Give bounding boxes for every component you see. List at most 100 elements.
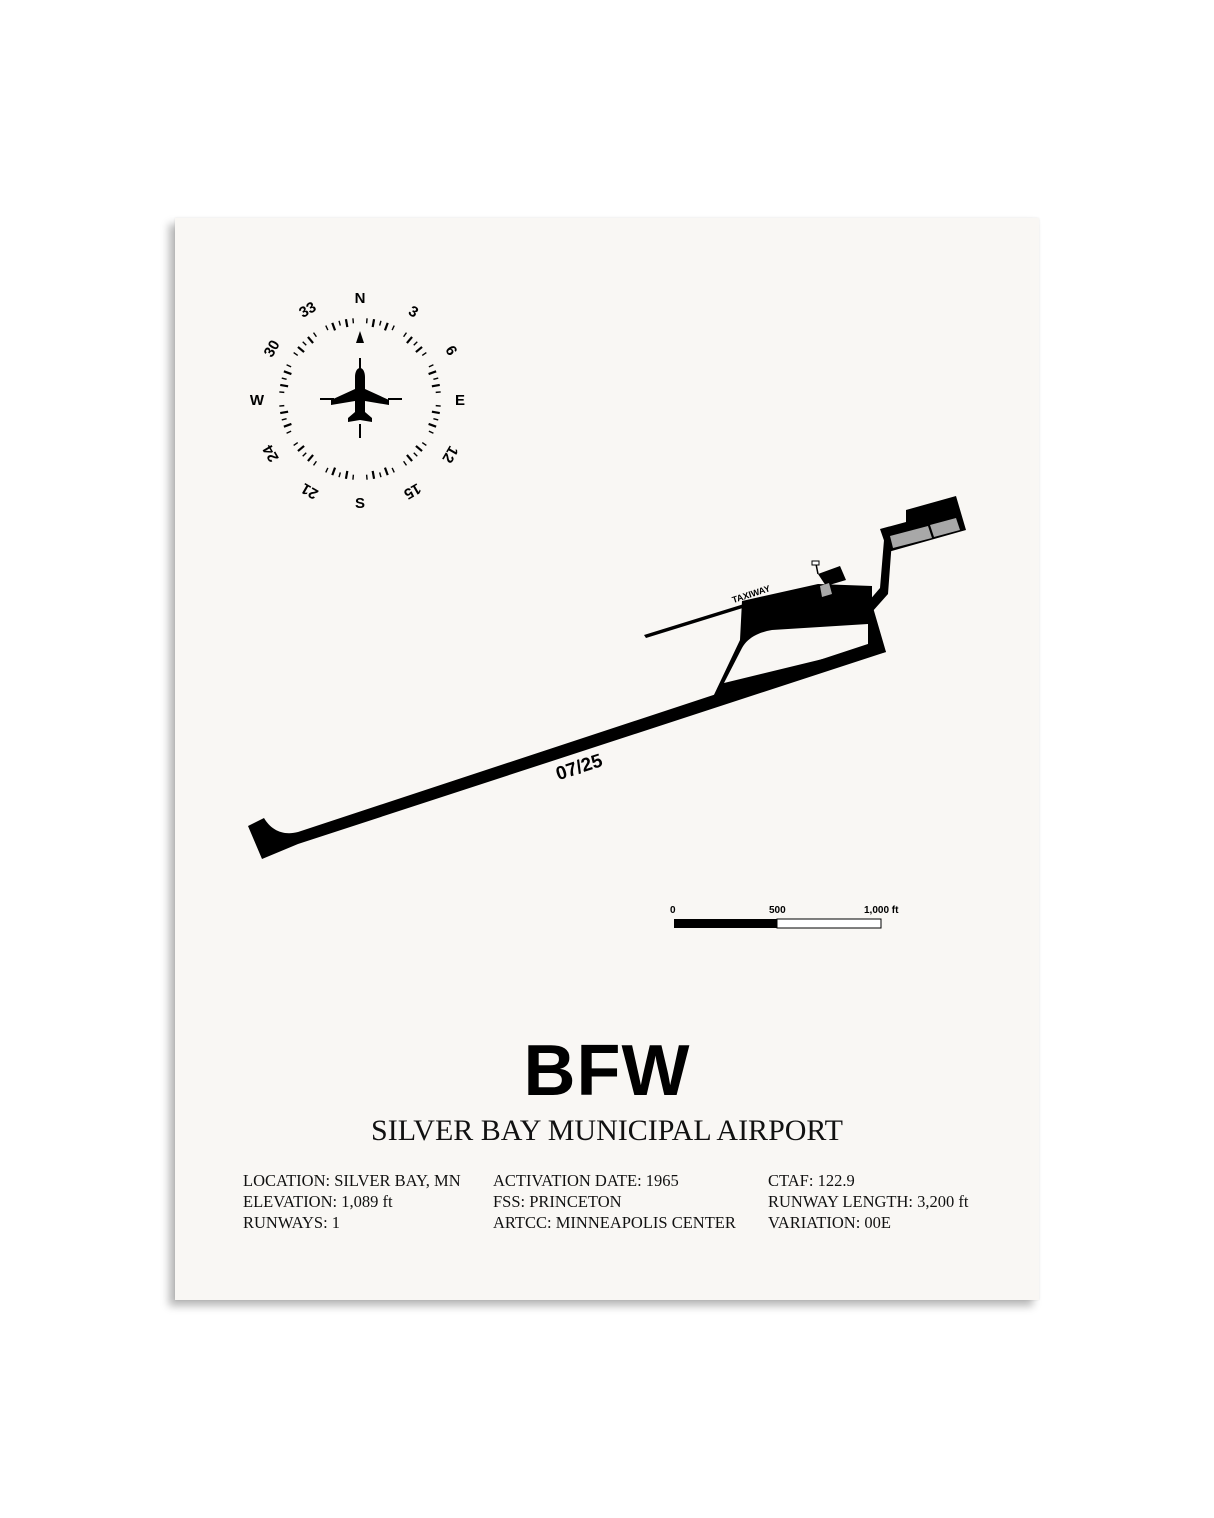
info-column-3: CTAF122.9 RUNWAY LENGTH3,200 ft VARIATIO… (768, 1170, 968, 1233)
airplane-icon (331, 368, 389, 422)
scale-label-mid: 500 (769, 905, 786, 916)
compass-tick (344, 470, 349, 479)
info-column-2: ACTIVATION DATE1965 FSSPRINCETON ARTCCMI… (493, 1170, 736, 1233)
compass-tick (428, 370, 437, 376)
marker-line (815, 563, 819, 575)
compass-label-24: 24 (259, 441, 282, 465)
compass-minor-tick (433, 377, 439, 381)
compass-minor-tick (286, 364, 292, 368)
info-activation-date: ACTIVATION DATE1965 (493, 1170, 736, 1191)
compass-minor-tick (302, 452, 307, 457)
compass-label-n: N (355, 290, 366, 307)
compass-minor-tick (421, 351, 427, 356)
compass-tick (406, 454, 413, 462)
info-ctaf: CTAF122.9 (768, 1170, 968, 1191)
compass-minor-tick (433, 417, 439, 421)
compass-label-e: E (455, 392, 465, 409)
small-apron (818, 566, 846, 586)
compass-tick (431, 383, 440, 388)
scale-bar-empty (776, 918, 882, 929)
compass-tick (415, 346, 423, 353)
compass-label-33: 33 (296, 299, 319, 322)
compass-minor-tick (338, 472, 342, 478)
compass-label-w: W (250, 392, 265, 409)
compass-minor-tick (413, 452, 418, 457)
compass-tick (415, 445, 423, 452)
airport-name: SILVER BAY MUNICIPAL AIRPORT (371, 1114, 843, 1147)
compass-tick (297, 346, 305, 353)
compass-minor-tick (421, 442, 427, 447)
info-elevation: ELEVATION1,089 ft (243, 1191, 461, 1212)
compass-label-s: S (355, 495, 365, 512)
compass-label-30: 30 (261, 337, 284, 360)
compass-rose: N E S W 3 6 12 15 21 24 30 33 (250, 290, 465, 512)
compass-tick (283, 422, 292, 428)
info-artcc: ARTCCMINNEAPOLIS CENTER (493, 1212, 736, 1233)
airport-layout (248, 496, 966, 859)
info-location: LOCATIONSILVER BAY, MN (243, 1170, 461, 1191)
compass-tick (371, 470, 376, 479)
airport-code: BFW (523, 1031, 691, 1111)
scale-label-max: 1,000 ft (864, 905, 899, 916)
compass-minor-tick (378, 472, 382, 478)
taxiway-line (644, 604, 746, 638)
compass-tick (307, 454, 314, 462)
compass-tick (280, 383, 289, 388)
building-1 (890, 526, 932, 548)
compass-tick (371, 319, 376, 328)
compass-minor-tick (286, 430, 292, 434)
compass-tick (331, 322, 337, 331)
compass-minor-tick (281, 377, 287, 381)
compass-minor-tick (428, 430, 434, 434)
poster-background (175, 218, 1039, 1300)
compass-tick (383, 322, 389, 331)
compass-minor-tick (293, 442, 299, 447)
compass-tick (297, 445, 305, 452)
info-runways: RUNWAYS1 (243, 1212, 461, 1233)
compass-tick (383, 467, 389, 476)
compass-minor-tick (403, 460, 408, 466)
compass-label-12: 12 (438, 443, 461, 466)
scale-label-0: 0 (670, 905, 676, 916)
taxiway-connector (862, 540, 892, 612)
compass-minor-tick (391, 467, 395, 473)
compass-tick (344, 319, 349, 328)
compass-tick (283, 370, 292, 376)
compass-minor-tick (293, 351, 299, 356)
compass-minor-tick (302, 341, 307, 346)
scale-bar-filled (674, 919, 777, 928)
compass-minor-tick (325, 467, 329, 473)
compass-label-6: 6 (441, 343, 460, 359)
compass-tick (406, 336, 413, 344)
buildings (811, 518, 960, 597)
info-variation: VARIATION00E (768, 1212, 968, 1233)
info-fss: FSSPRINCETON (493, 1191, 736, 1212)
compass-tick (307, 336, 314, 344)
compass-label-21: 21 (298, 479, 321, 502)
compass-minor-tick (378, 320, 382, 326)
compass-label-3: 3 (405, 303, 421, 322)
compass-tick (280, 410, 289, 415)
compass-minor-tick (403, 332, 408, 338)
north-pointer (356, 331, 364, 343)
compass-minor-tick (428, 364, 434, 368)
compass-minor-tick (312, 332, 317, 338)
info-column-1: LOCATIONSILVER BAY, MN ELEVATION1,089 ft… (243, 1170, 461, 1233)
marker-box (811, 560, 820, 566)
building-3 (820, 583, 832, 597)
compass-tick (331, 467, 337, 476)
compass-tick (428, 422, 437, 428)
compass-minor-tick (312, 460, 317, 466)
compass-label-15: 15 (401, 479, 424, 502)
compass-minor-tick (391, 325, 395, 331)
compass-minor-tick (281, 417, 287, 421)
compass-minor-tick (413, 341, 418, 346)
info-runway-length: RUNWAY LENGTH3,200 ft (768, 1191, 968, 1212)
compass-minor-tick (338, 320, 342, 326)
compass-ticks (279, 318, 441, 480)
taxiway-loop (712, 584, 886, 699)
scale-bar: 0 500 1,000 ft (670, 905, 899, 929)
compass-tick (431, 410, 440, 415)
compass-minor-tick (325, 325, 329, 331)
